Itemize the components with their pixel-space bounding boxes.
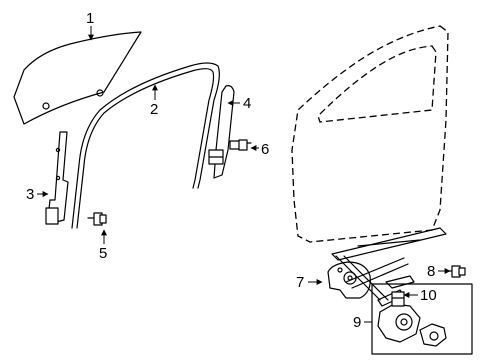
door-glass-part	[13, 31, 142, 125]
bolt-part-5	[87, 212, 107, 226]
callout-label-2: 2	[150, 101, 158, 118]
callout-label-5: 5	[99, 245, 107, 262]
callout-8: 8	[427, 263, 451, 280]
bolt-part-6	[229, 139, 252, 151]
callout-label-9: 9	[353, 314, 361, 331]
glass-run-channel-part	[71, 62, 220, 229]
regulator-motor-part	[377, 291, 447, 347]
callout-1: 1	[86, 10, 94, 41]
callout-label-10: 10	[420, 287, 437, 304]
callout-label-4: 4	[243, 95, 251, 112]
rear-sash-channel-part	[208, 85, 235, 179]
callout-4: 4	[227, 95, 251, 112]
front-sash-channel-part	[45, 131, 69, 225]
callout-6: 6	[250, 141, 269, 158]
callout-2: 2	[150, 84, 158, 118]
callout-label-8: 8	[427, 263, 435, 280]
door-outline	[291, 25, 449, 243]
callout-5: 5	[99, 229, 107, 262]
callout-3: 3	[26, 186, 49, 203]
callout-7: 7	[296, 274, 323, 291]
regulator-motor-kit-box	[371, 283, 473, 355]
callout-label-7: 7	[296, 274, 304, 291]
callout-10: 10	[403, 287, 437, 304]
callout-label-6: 6	[261, 141, 269, 158]
callout-9: 9	[353, 314, 372, 331]
callout-label-1: 1	[86, 10, 94, 27]
callout-label-3: 3	[26, 186, 34, 203]
